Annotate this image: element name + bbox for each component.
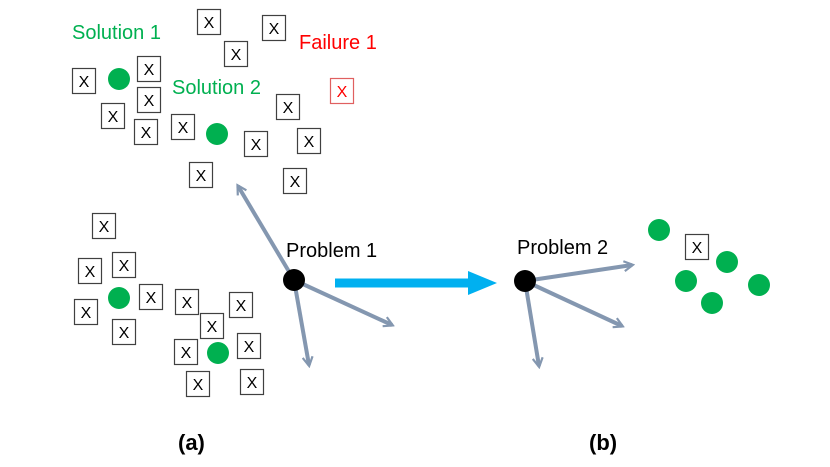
problem-2-node xyxy=(514,270,536,292)
solution-dot xyxy=(675,270,697,292)
attempt-box: X xyxy=(173,338,199,366)
solution-dot xyxy=(206,123,228,145)
panel-a-label: (a) xyxy=(178,430,205,455)
problem-2-label: Problem 2 xyxy=(517,237,608,259)
action-arrow xyxy=(523,280,539,366)
attempt-box: X xyxy=(111,251,137,279)
x-mark: X xyxy=(144,93,155,110)
solution-dot xyxy=(648,219,670,241)
x-mark: X xyxy=(146,290,157,307)
x-mark: X xyxy=(119,325,130,342)
attempt-box: X xyxy=(196,8,222,36)
x-mark: X xyxy=(193,377,204,394)
x-mark: X xyxy=(247,375,258,392)
attempt-box: X xyxy=(73,298,99,326)
x-mark: X xyxy=(181,345,192,362)
x-mark: X xyxy=(231,47,242,64)
x-mark: X xyxy=(79,74,90,91)
action-arrow xyxy=(292,279,309,365)
action-arrow xyxy=(524,265,632,283)
action-arrow xyxy=(293,278,392,325)
attempt-box: X xyxy=(100,102,126,130)
attempt-box: X xyxy=(684,233,710,261)
solution-dot xyxy=(108,287,130,309)
attempt-box: X xyxy=(239,368,265,396)
solution-dot xyxy=(108,68,130,90)
x-mark: X xyxy=(236,298,247,315)
x-mark: X xyxy=(99,219,110,236)
attempt-box: X xyxy=(199,312,225,340)
x-mark: X xyxy=(119,258,130,275)
solution-dot xyxy=(207,342,229,364)
action-arrow xyxy=(524,279,622,326)
panel-b-label: (b) xyxy=(589,430,617,455)
attempt-box: X xyxy=(91,212,117,240)
attempt-box: X xyxy=(71,67,97,95)
attempt-box: X xyxy=(282,167,308,195)
solution-dot xyxy=(716,251,738,273)
x-mark: X xyxy=(290,174,301,191)
attempt-box: X xyxy=(236,332,262,360)
x-mark: X xyxy=(196,168,207,185)
x-mark: X xyxy=(85,264,96,281)
x-mark: X xyxy=(141,125,152,142)
solution-1-label: Solution 1 xyxy=(72,22,161,44)
attempt-box: X xyxy=(170,113,196,141)
solution-2-label: Solution 2 xyxy=(172,77,261,99)
attempt-box: X xyxy=(185,370,211,398)
x-mark: X xyxy=(269,21,280,38)
attempt-box: X xyxy=(275,93,301,121)
attempt-box: X xyxy=(188,161,214,189)
attempt-box: X xyxy=(138,283,164,311)
attempt-box: X xyxy=(136,55,162,83)
x-mark: X xyxy=(251,137,262,154)
action-arrow xyxy=(236,186,296,282)
x-mark: X xyxy=(207,319,218,336)
attempt-box: X xyxy=(223,40,249,68)
solution-dot xyxy=(701,292,723,314)
x-mark: X xyxy=(337,84,348,101)
problem-1-label: Problem 1 xyxy=(286,240,377,262)
x-mark: X xyxy=(81,305,92,322)
problem-1-node xyxy=(283,269,305,291)
attempt-box: X xyxy=(133,118,159,146)
failure-1-label: Failure 1 xyxy=(299,32,377,54)
x-mark: X xyxy=(244,339,255,356)
transfer-arrow xyxy=(335,271,497,295)
x-mark: X xyxy=(178,120,189,137)
x-mark: X xyxy=(692,240,703,257)
attempt-box: X xyxy=(228,291,254,319)
attempt-box: X xyxy=(296,127,322,155)
failure-box: X xyxy=(329,77,355,105)
attempt-box: X xyxy=(243,130,269,158)
attempt-box: X xyxy=(174,288,200,316)
x-mark: X xyxy=(108,109,119,126)
solution-dot xyxy=(748,274,770,296)
x-mark: X xyxy=(182,295,193,312)
attempt-box: X xyxy=(77,257,103,285)
x-mark: X xyxy=(283,100,294,117)
attempt-box: X xyxy=(111,318,137,346)
x-mark: X xyxy=(304,134,315,151)
attempt-box: X xyxy=(261,14,287,42)
x-mark: X xyxy=(144,62,155,79)
attempt-box: X xyxy=(136,86,162,114)
x-mark: X xyxy=(204,15,215,32)
